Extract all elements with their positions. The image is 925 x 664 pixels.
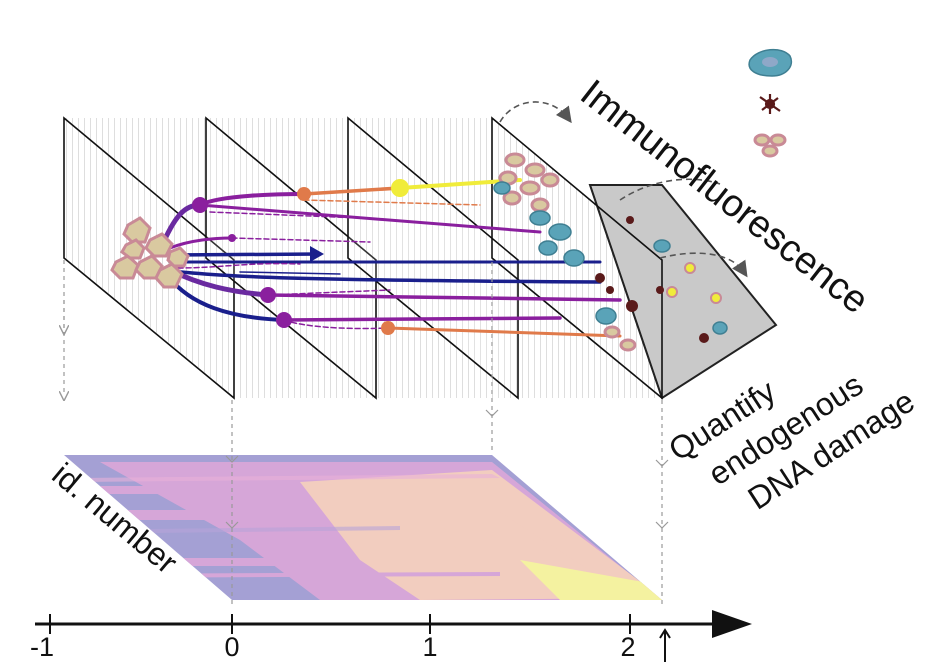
tick-label: 1 (422, 632, 437, 662)
imaged-cells (493, 152, 728, 352)
time-axis: -1 0 1 2 (30, 610, 752, 662)
division-node (260, 287, 276, 303)
immuno-curve-arrow (659, 252, 748, 278)
division-node (276, 312, 292, 328)
process-arrows (499, 101, 748, 278)
lineage-nodes (192, 179, 409, 335)
pink-cell-icon (753, 133, 787, 158)
slice-plane-4 (491, 116, 663, 400)
division-node (381, 321, 395, 335)
slice-plane-1 (63, 116, 235, 400)
guide-lines (64, 260, 669, 606)
division-node (228, 234, 236, 242)
division-node (391, 179, 409, 197)
to-immuno-arrow (499, 101, 572, 124)
tick-label: 0 (224, 632, 239, 662)
division-node (297, 187, 311, 201)
initial-cell-cluster (110, 216, 190, 289)
tick-label: -1 (30, 632, 54, 662)
cell-legend (748, 48, 793, 158)
tick-label: 2 (620, 632, 635, 662)
division-node (192, 197, 208, 213)
axis-arrow-icon (712, 610, 752, 638)
arrowhead-icon (310, 246, 324, 262)
dark-cell-icon (759, 94, 781, 114)
